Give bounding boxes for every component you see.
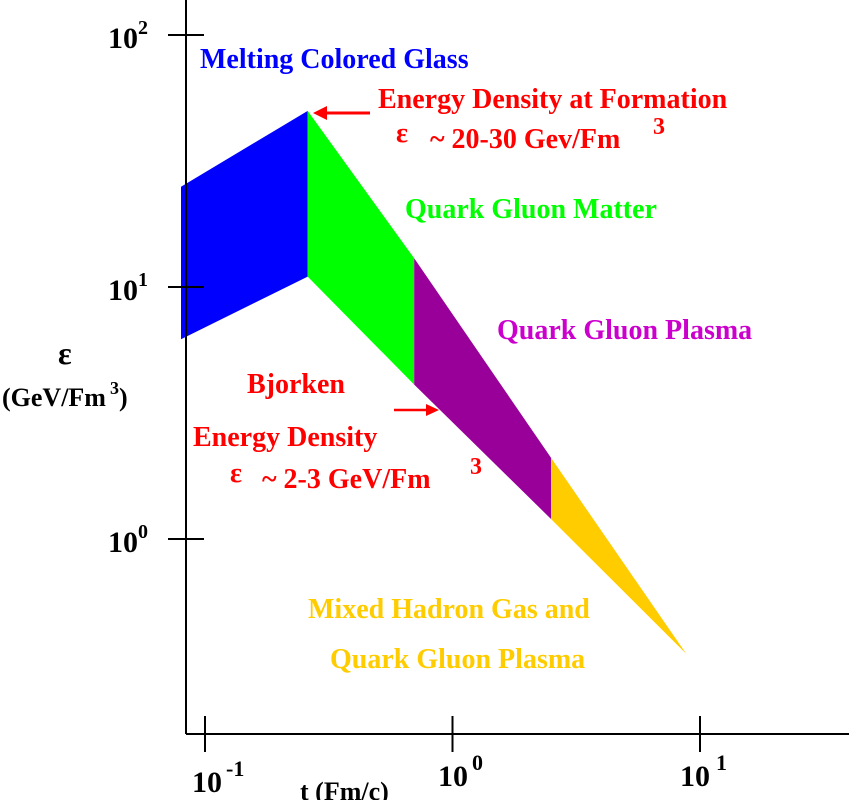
annotation-bjorken-symbol: ε bbox=[230, 458, 242, 489]
band-melting-colored-glass bbox=[181, 110, 308, 340]
y-tick-label-100: 102 bbox=[108, 17, 148, 55]
annotation-formation-line2: ~ 20-30 Gev/Fm bbox=[430, 124, 620, 155]
band-quark-gluon-plasma bbox=[414, 258, 551, 519]
band-quark-gluon-matter bbox=[307, 110, 415, 385]
annotation-formation-sup: 3 bbox=[653, 114, 665, 140]
annotation-bjorken-line3: ~ 2-3 GeV/Fm bbox=[262, 464, 431, 495]
x-tick-label-0.1: 10-1 bbox=[192, 756, 244, 799]
annotation-bjorken-line2: Energy Density bbox=[193, 422, 377, 453]
y-tick-label-10: 101 bbox=[108, 269, 148, 307]
label-quark-gluon-plasma: Quark Gluon Plasma bbox=[497, 315, 752, 346]
annotation-formation-symbol: ε bbox=[396, 118, 408, 149]
label-quark-gluon-matter: Quark Gluon Matter bbox=[405, 194, 657, 225]
annotation-bjorken-sup: 3 bbox=[470, 454, 482, 480]
arrow-formation bbox=[313, 106, 370, 120]
energy-density-bands bbox=[181, 110, 687, 654]
label-melting-colored-glass: Melting Colored Glass bbox=[200, 44, 469, 75]
band-mixed-hadron-gas-and-quark-gluon-plasma bbox=[551, 457, 687, 654]
x-axis-label: t (Fm/c) bbox=[300, 777, 389, 800]
annotation-bjorken-line1: Bjorken bbox=[247, 369, 345, 400]
label-mixed-line1: Mixed Hadron Gas and bbox=[308, 594, 590, 625]
label-mixed-line2: Quark Gluon Plasma bbox=[330, 644, 585, 675]
axis-ticks bbox=[168, 34, 701, 752]
y-tick-label-1: 100 bbox=[108, 521, 148, 559]
annotation-formation-line1: Energy Density at Formation bbox=[378, 84, 728, 115]
y-axis-label-symbol: ε bbox=[58, 335, 72, 371]
arrow-bjorken bbox=[394, 404, 439, 416]
